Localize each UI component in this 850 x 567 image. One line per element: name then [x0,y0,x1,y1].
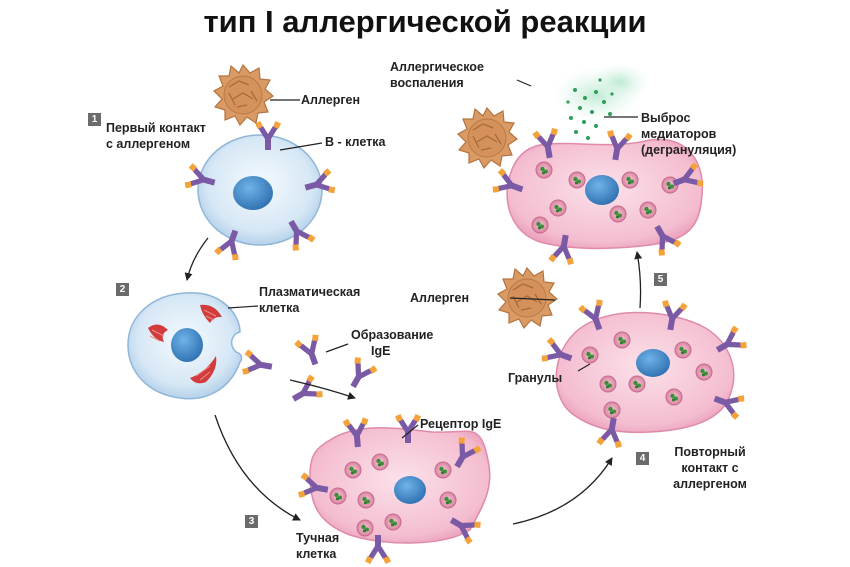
label-release-line2: медиаторов [641,127,717,141]
label-plasma-line1: Плазматическая [259,285,361,299]
label-mast-line2: клетка [296,547,337,561]
label-first-contact-line2: с аллергеном [106,137,191,151]
label-granules: Гранулы [508,371,563,385]
b-cell-icon [183,121,337,263]
allergen-icon [457,107,518,169]
step-badge-4: 4 [636,452,649,465]
allergen-icon [213,64,274,126]
label-repeat-line1: Повторный [674,445,746,459]
pointer-lines [227,79,638,439]
label-plasma-line2: клетка [259,301,300,315]
label-allergen-mid: Аллерген [410,291,470,305]
label-inflammation-line1: Аллергическое [390,60,484,74]
plasma-cell-icon [127,292,243,400]
label-mast-line1: Тучная [296,531,340,545]
label-ige-line1: Образование [351,328,434,342]
step-badge-3: 3 [245,515,258,528]
label-repeat-line2: контакт с [681,461,739,475]
label-first-contact-line1: Первый контакт [106,121,206,135]
mast-cell-icon [297,414,491,564]
mast-cell-icon [539,297,749,449]
step-badge-5: 5 [654,273,667,286]
label-allergen-top: Аллерген [301,93,361,107]
ige-antibody-icon [241,332,379,411]
label-release-line3: (дегрануляция) [641,143,737,157]
label-repeat-line3: аллергеном [673,477,747,491]
label-ige-receptor: Рецептор IgE [420,417,502,431]
mediator-cloud-icon [552,62,650,140]
label-ige-line2: IgE [371,344,391,358]
step-badge-1: 1 [88,113,101,126]
step-badge-2: 2 [116,283,129,296]
allergen-icon [497,267,558,329]
mast-cell-icon [490,127,706,266]
cycle-arrows [184,237,643,525]
label-inflammation-line2: воспаления [390,76,464,90]
label-b-cell: B - клетка [325,135,386,149]
label-release-line1: Выброс [641,111,691,125]
page-title: тип I аллергической реакции [203,4,647,39]
